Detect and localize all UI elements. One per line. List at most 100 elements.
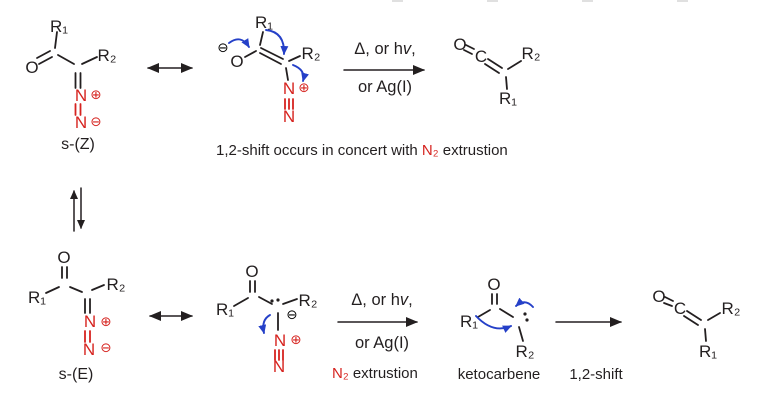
structure-carbanion: O R₁ R₂ ⊖ N ⊕ N <box>216 262 317 376</box>
lone-pair-dot <box>525 318 529 322</box>
atom-r1: R₁ <box>499 89 517 108</box>
conditions-comma: , <box>408 291 413 309</box>
atom-o: O <box>652 287 665 306</box>
label-ketocarbene: ketocarbene <box>457 366 541 383</box>
bond <box>686 310 702 321</box>
bond <box>69 286 83 293</box>
bond <box>258 296 273 305</box>
label-s-z: s-(Z) <box>61 136 95 153</box>
conditions-text: Δ, or h <box>351 291 400 309</box>
bond <box>683 315 699 326</box>
curved-arrow-r1-shift <box>265 29 289 55</box>
structure-ketene-top: O C R₂ R₁ <box>453 35 540 108</box>
curved-arrow-r1-migration <box>475 315 512 333</box>
hv-nu: v <box>399 291 409 309</box>
structure-ketene-bottom: O C R₂ R₁ <box>652 287 740 361</box>
n2-extrusion-label: N₂ extrustion <box>332 365 418 383</box>
curved-arrow-n2-loss <box>292 64 309 82</box>
atom-n: N <box>273 357 285 376</box>
plus-charge-icon: ⊕ <box>90 87 101 102</box>
bond <box>36 50 51 59</box>
lone-pair-dot <box>270 299 274 303</box>
plus-charge-icon: ⊕ <box>298 80 309 95</box>
atom-r1: R₁ <box>50 17 68 36</box>
curved-arrow-carbene <box>515 297 534 308</box>
atom-n: N <box>274 331 286 350</box>
atom-n: N <box>75 113 87 132</box>
bond <box>282 298 298 305</box>
label-12-shift: 1,2-shift <box>569 366 623 383</box>
bond <box>477 309 491 318</box>
caption-concerted: 1,2-shift occurs in concert with N₂ extr… <box>216 142 508 160</box>
bond <box>54 31 58 49</box>
bond <box>664 296 674 302</box>
lone-pair-dot <box>523 312 527 316</box>
minus-charge-icon: ⊖ <box>286 307 297 322</box>
atom-r1: R₁ <box>28 288 46 307</box>
bond <box>484 63 500 74</box>
bond <box>707 312 721 321</box>
plus-charge-icon: ⊕ <box>290 332 301 347</box>
bond <box>81 56 98 65</box>
bond <box>285 67 289 81</box>
minus-charge-icon: ⊖ <box>100 340 111 355</box>
bond <box>487 58 503 69</box>
atom-c: C <box>475 47 487 66</box>
atom-n: N <box>75 86 87 105</box>
atom-n: N <box>283 79 295 98</box>
atom-n: N <box>283 107 295 126</box>
atom-r2: R₂ <box>299 291 318 310</box>
bond <box>507 60 522 70</box>
bond <box>259 52 282 65</box>
bond <box>259 31 264 46</box>
minus-charge-icon: ⊖ <box>90 114 101 129</box>
bond <box>505 76 508 90</box>
bond <box>518 326 524 342</box>
conditions-bottom-line2: or Ag(I) <box>354 334 410 352</box>
equilibrium-arrow <box>70 187 85 232</box>
atom-c: C <box>674 299 686 318</box>
n2-red: N₂ <box>332 365 349 382</box>
caption-n2: N₂ <box>421 142 439 159</box>
atom-r2: R₂ <box>722 299 741 318</box>
atom-o: O <box>453 35 466 54</box>
atom-o: O <box>487 275 500 294</box>
bond <box>704 328 707 342</box>
bond <box>465 44 475 50</box>
structure-ketocarbene: O R₁ R₂ <box>460 275 534 361</box>
bond <box>57 54 75 65</box>
atom-r1: R₁ <box>699 342 717 361</box>
atom-o: O <box>230 52 243 71</box>
atom-r1: R₁ <box>255 13 273 32</box>
atom-o: O <box>57 248 70 267</box>
atom-n: N <box>84 312 96 331</box>
caption-text-post: extrustion <box>438 142 508 159</box>
caption-text-pre: 1,2-shift occurs in concert with <box>216 142 422 159</box>
bond <box>38 56 53 65</box>
bond <box>288 55 301 62</box>
bond <box>260 47 284 60</box>
atom-r2: R₂ <box>98 46 117 65</box>
bond <box>663 302 673 307</box>
atom-r2: R₂ <box>516 342 535 361</box>
conditions-comma: , <box>411 40 416 58</box>
bond <box>45 286 60 294</box>
atom-r2: R₂ <box>522 44 541 63</box>
extrusion-text: extrustion <box>348 365 418 382</box>
curved-arrow-cn-bond <box>258 314 271 334</box>
curved-arrow-oxygen-push <box>228 38 250 48</box>
atom-r1: R₁ <box>460 312 478 331</box>
bond <box>91 284 105 291</box>
atom-r2: R₂ <box>302 44 321 63</box>
atom-r2: R₂ <box>107 275 126 294</box>
plus-charge-icon: ⊕ <box>100 314 111 329</box>
bond <box>463 49 473 55</box>
bond <box>233 297 249 307</box>
atom-r1: R₁ <box>216 300 234 319</box>
conditions-top-line1: Δ, or hv, <box>354 39 415 59</box>
atom-n: N <box>83 340 95 359</box>
structure-s-e: O R₁ R₂ N ⊕ N ⊖ <box>28 248 125 359</box>
structure-enolate: R₁ ⊖ O R₂ N ⊕ N <box>217 13 320 126</box>
